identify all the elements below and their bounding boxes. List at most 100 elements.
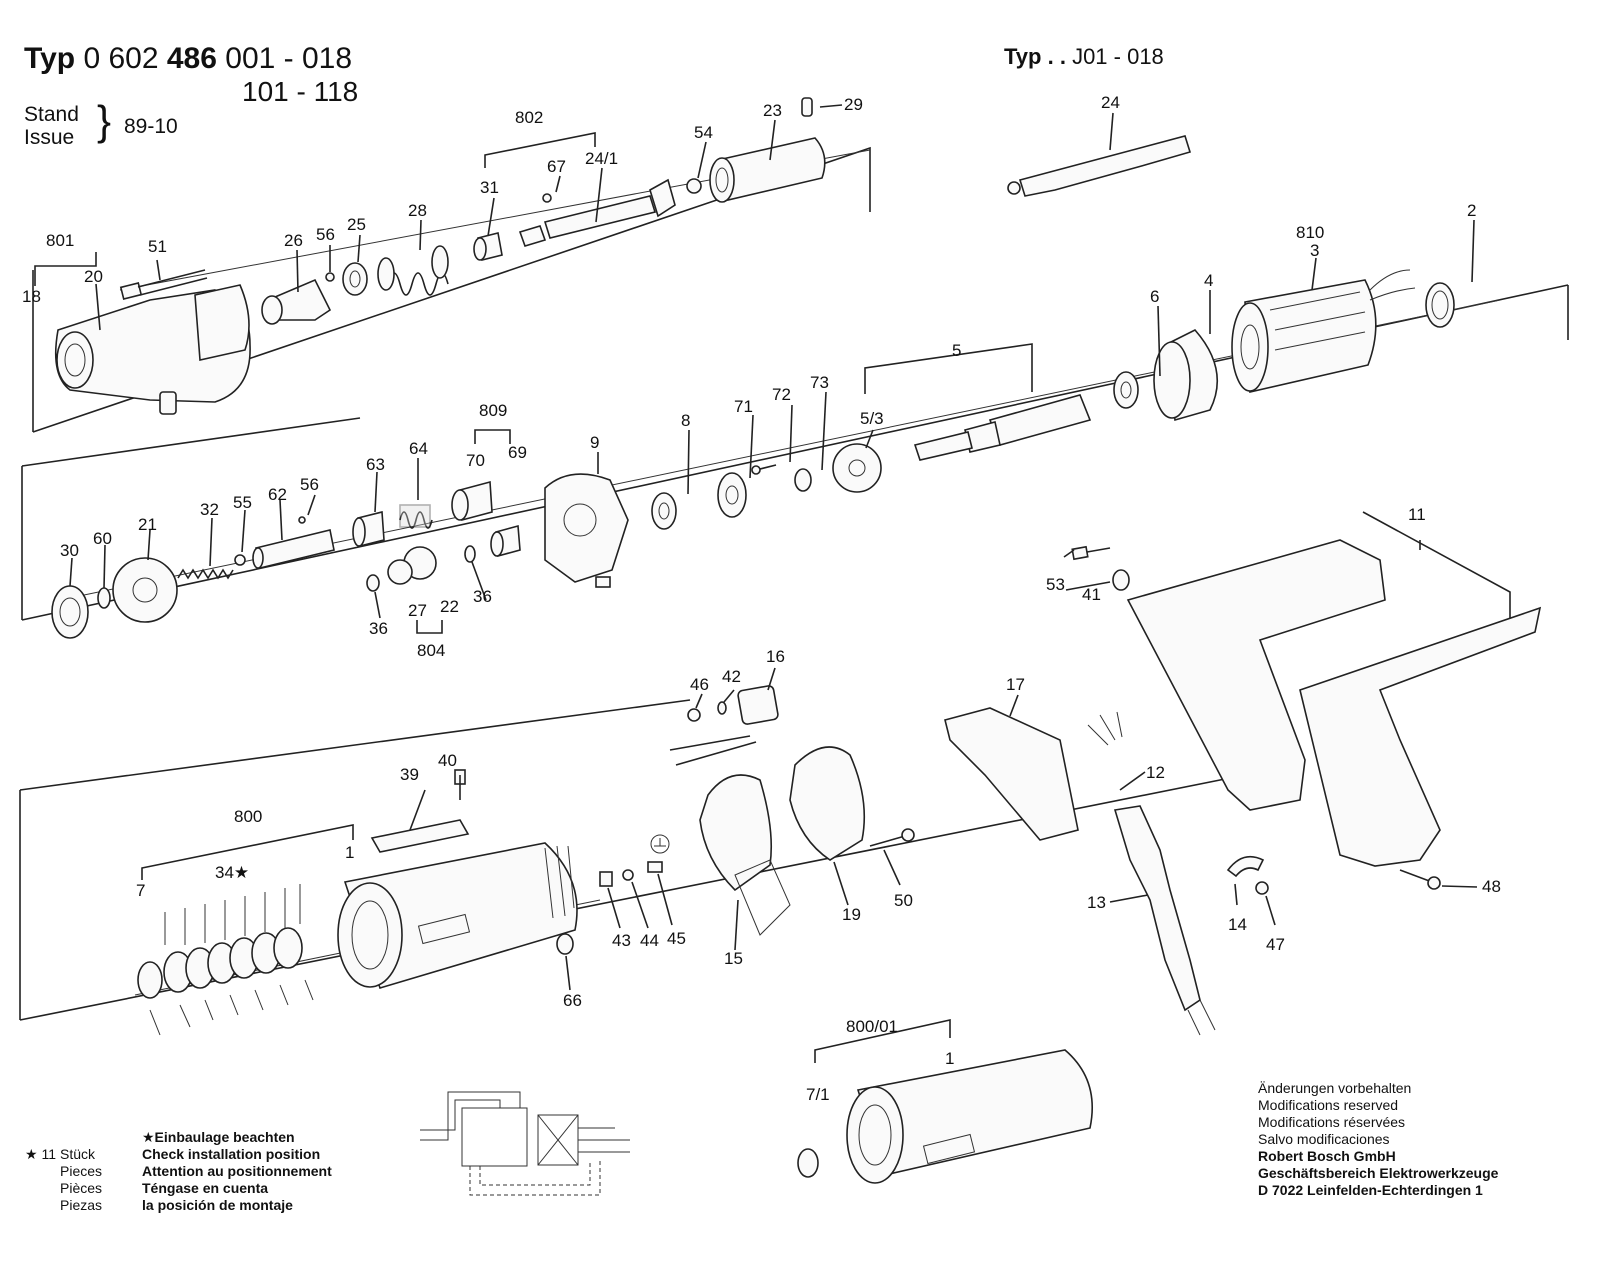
- callout-23: 23: [763, 101, 782, 120]
- clutch-26: [261, 278, 332, 325]
- callout-34: 34★: [215, 863, 249, 882]
- bearing-plate-9: [544, 473, 629, 588]
- cover-19: [789, 746, 866, 861]
- callout-55: 55: [233, 493, 252, 512]
- callout-17: 17: [1006, 675, 1025, 694]
- callout-46: 46: [690, 675, 709, 694]
- washer-25: [342, 262, 368, 296]
- ring-60: [97, 587, 111, 609]
- callout-54: 54: [694, 123, 713, 142]
- callout-60: 60: [93, 529, 112, 548]
- unit-en: Pieces: [60, 1163, 103, 1179]
- callout-62: 62: [268, 485, 287, 504]
- typ-right-range: J01 - 018: [1072, 44, 1164, 69]
- callout-53: 53: [1046, 575, 1065, 594]
- callout-11: 11: [1408, 505, 1426, 524]
- bearing-30: [51, 585, 89, 639]
- pin-29: [801, 97, 813, 117]
- brace-glyph: }: [97, 97, 112, 144]
- screw-48: [1399, 869, 1441, 890]
- callout-31: 31: [480, 178, 499, 197]
- callout-42: 42: [722, 667, 741, 686]
- spring-64: [399, 504, 433, 529]
- motor-housing-1: [337, 842, 578, 989]
- callout-39: 39: [400, 765, 419, 784]
- callout-1-lower: 1: [945, 1049, 954, 1068]
- type-number-right: Typ . . J01 - 018: [1004, 44, 1164, 70]
- typ-range-1: 001 - 018: [225, 42, 353, 75]
- star-note-en: Check installation position: [142, 1146, 321, 1162]
- spring-32: [177, 568, 234, 580]
- callout-32: 32: [200, 500, 219, 519]
- callout-5: 5: [952, 341, 961, 360]
- callout-41: 41: [1082, 585, 1101, 604]
- callout-21: 21: [138, 515, 157, 534]
- callout-24: 24: [1101, 93, 1120, 112]
- callout-2: 2: [1467, 201, 1476, 220]
- company-division: Geschäftsbereich Elektrowerkzeuge: [1258, 1165, 1499, 1181]
- ball-56-upper: [325, 272, 335, 282]
- typ-right-label: Typ . .: [1004, 44, 1066, 69]
- spindle-24-1: [518, 178, 676, 247]
- ring-7-1: [797, 1148, 819, 1178]
- type-number-header: Typ 0 602 486 001 - 018: [24, 42, 352, 76]
- stand-date: 89-10: [124, 115, 178, 138]
- callout-801: 801: [46, 231, 74, 250]
- star-note-de: ★Einbaulage beachten: [142, 1129, 295, 1145]
- callout-44: 44: [640, 931, 659, 950]
- screw-50: [869, 828, 915, 847]
- sleeve-70: [451, 480, 493, 522]
- motor-housing-1-alt: [846, 1049, 1093, 1184]
- callout-800-01: 800/01: [846, 1017, 898, 1036]
- callout-809: 809: [479, 401, 507, 420]
- shaft-62: [252, 529, 335, 569]
- cable-12-13: [1087, 711, 1216, 1036]
- callout-30: 30: [60, 541, 79, 560]
- unit-de: Stück: [60, 1146, 96, 1162]
- gear-22-27: [387, 546, 437, 585]
- sleeve-69: [490, 524, 521, 558]
- screw-46: [687, 708, 701, 722]
- callout-51: 51: [148, 237, 167, 256]
- callout-9: 9: [590, 433, 599, 452]
- callout-70: 70: [466, 451, 485, 470]
- ball-67: [542, 193, 552, 203]
- callout-labels: 801 18 20 51 26 56 25 28 802 31 67 24/1 …: [22, 93, 1501, 1104]
- air-guide-4: [1153, 329, 1218, 422]
- screw-72: [751, 464, 777, 475]
- callout-67: 67: [547, 157, 566, 176]
- star-note-es1: Téngase en cuenta: [142, 1180, 269, 1196]
- callout-18: 18: [22, 287, 41, 306]
- callout-800: 800: [234, 807, 262, 826]
- mod-es: Salvo modificaciones: [1258, 1131, 1390, 1147]
- callout-56-upper: 56: [316, 225, 335, 244]
- ball-54: [686, 178, 702, 194]
- callout-804: 804: [417, 641, 445, 660]
- brush-set-34: [137, 884, 314, 1036]
- callout-12: 12: [1146, 763, 1165, 782]
- callout-40: 40: [438, 751, 457, 770]
- washer-42: [717, 701, 727, 715]
- mod-en: Modifications reserved: [1258, 1097, 1399, 1113]
- screw-51: [119, 269, 208, 300]
- typ-number-a: 0 602: [83, 42, 159, 75]
- bearing-6: [1113, 371, 1139, 409]
- callout-43: 43: [612, 931, 631, 950]
- company-address: D 7022 Leinfelden-Echterdingen 1: [1258, 1182, 1483, 1198]
- stand-label: Stand: [24, 103, 79, 126]
- callout-73: 73: [810, 373, 829, 392]
- callout-15: 15: [724, 949, 743, 968]
- callout-5-3: 5/3: [860, 409, 884, 428]
- callout-20: 20: [84, 267, 103, 286]
- mod-fr: Modifications réservées: [1258, 1114, 1406, 1130]
- callout-6: 6: [1150, 287, 1159, 306]
- callout-28: 28: [408, 201, 427, 220]
- typ-number-b: 486: [166, 42, 217, 75]
- ring-2: [1425, 282, 1455, 328]
- issue-label: Issue: [24, 126, 75, 149]
- callout-16: 16: [766, 647, 785, 666]
- callout-4: 4: [1204, 271, 1213, 290]
- callout-802: 802: [515, 108, 543, 127]
- plug-66: [556, 933, 574, 955]
